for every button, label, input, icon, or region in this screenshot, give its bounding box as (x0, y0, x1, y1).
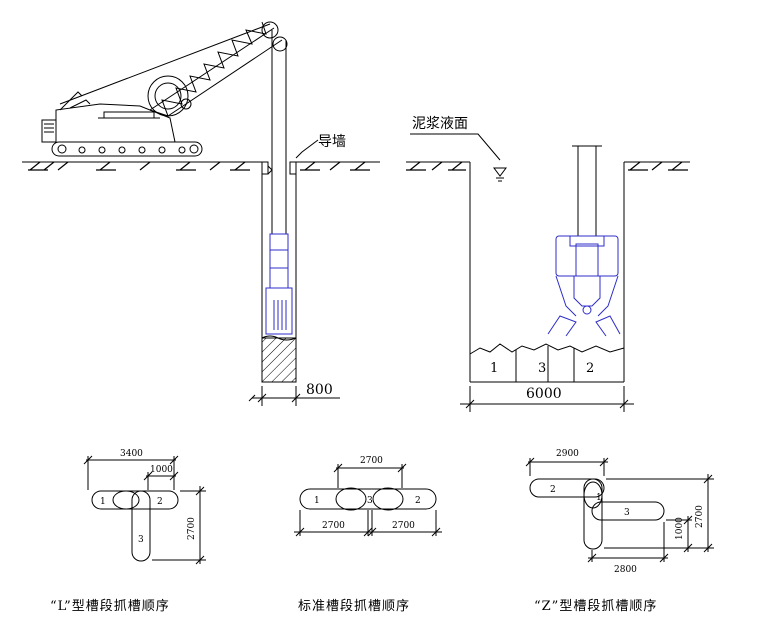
l-label-3: 3 (138, 535, 144, 545)
z-type-panel (525, 457, 714, 563)
excavation-profile (469, 343, 625, 355)
panel-width-dim: 6000 (526, 386, 562, 402)
l-dim-sub: 1000 (150, 465, 173, 475)
crane-trench-section (22, 21, 380, 406)
grab-seq-1: 1 (490, 361, 498, 376)
l-dim-top: 3400 (120, 449, 143, 459)
l-dim-side: 2700 (187, 517, 197, 540)
std-label-3: 3 (367, 496, 373, 506)
std-label-2: 2 (415, 496, 421, 506)
slurry-level-label: 泥浆液面 (412, 116, 468, 132)
std-dim-bottom-left: 2700 (322, 521, 345, 531)
grab-seq-3: 3 (538, 361, 546, 376)
l-label-1: 1 (100, 497, 106, 507)
grab-bucket-right (547, 235, 621, 337)
z-label-3: 3 (624, 508, 630, 518)
ground-hatching-right (406, 161, 688, 171)
z-label-1: 1 (596, 493, 602, 503)
l-type-caption: “L”型槽段抓槽顺序 (50, 599, 170, 614)
crane-cab (41, 91, 176, 143)
crane-boom (59, 21, 288, 117)
std-dim-top: 2700 (360, 456, 383, 466)
z-label-2: 2 (550, 485, 556, 495)
dimension-800 (248, 386, 340, 406)
z-type-caption: “Z”型槽段抓槽顺序 (534, 599, 657, 614)
panel-section (406, 133, 690, 412)
guide-wall-leader (295, 139, 319, 159)
grab-seq-2: 2 (586, 361, 594, 376)
l-label-2: 2 (157, 497, 163, 507)
ground-hatching-left (28, 161, 370, 171)
standard-caption: 标准槽段抓槽顺序 (298, 599, 410, 614)
z-dim-side: 2700 (695, 505, 705, 528)
standard-panel (294, 463, 442, 537)
slurry-leader (410, 133, 501, 161)
guide-wall-label: 导墙 (318, 134, 346, 150)
z-dim-bottom: 2800 (614, 565, 637, 575)
trench-left (261, 161, 297, 383)
std-dim-bottom-right: 2700 (392, 521, 415, 531)
grab-bucket-left (265, 233, 293, 335)
trench-width-dim: 800 (306, 382, 333, 398)
slurry-level-symbol (493, 167, 507, 182)
crawler-track (51, 141, 203, 157)
dimension-6000 (460, 386, 634, 412)
z-dim-inner: 1000 (675, 517, 685, 540)
grab-guide-rod (271, 30, 287, 234)
z-dim-top: 2900 (556, 449, 579, 459)
l-type-panel (83, 455, 206, 565)
std-label-1: 1 (314, 496, 320, 506)
